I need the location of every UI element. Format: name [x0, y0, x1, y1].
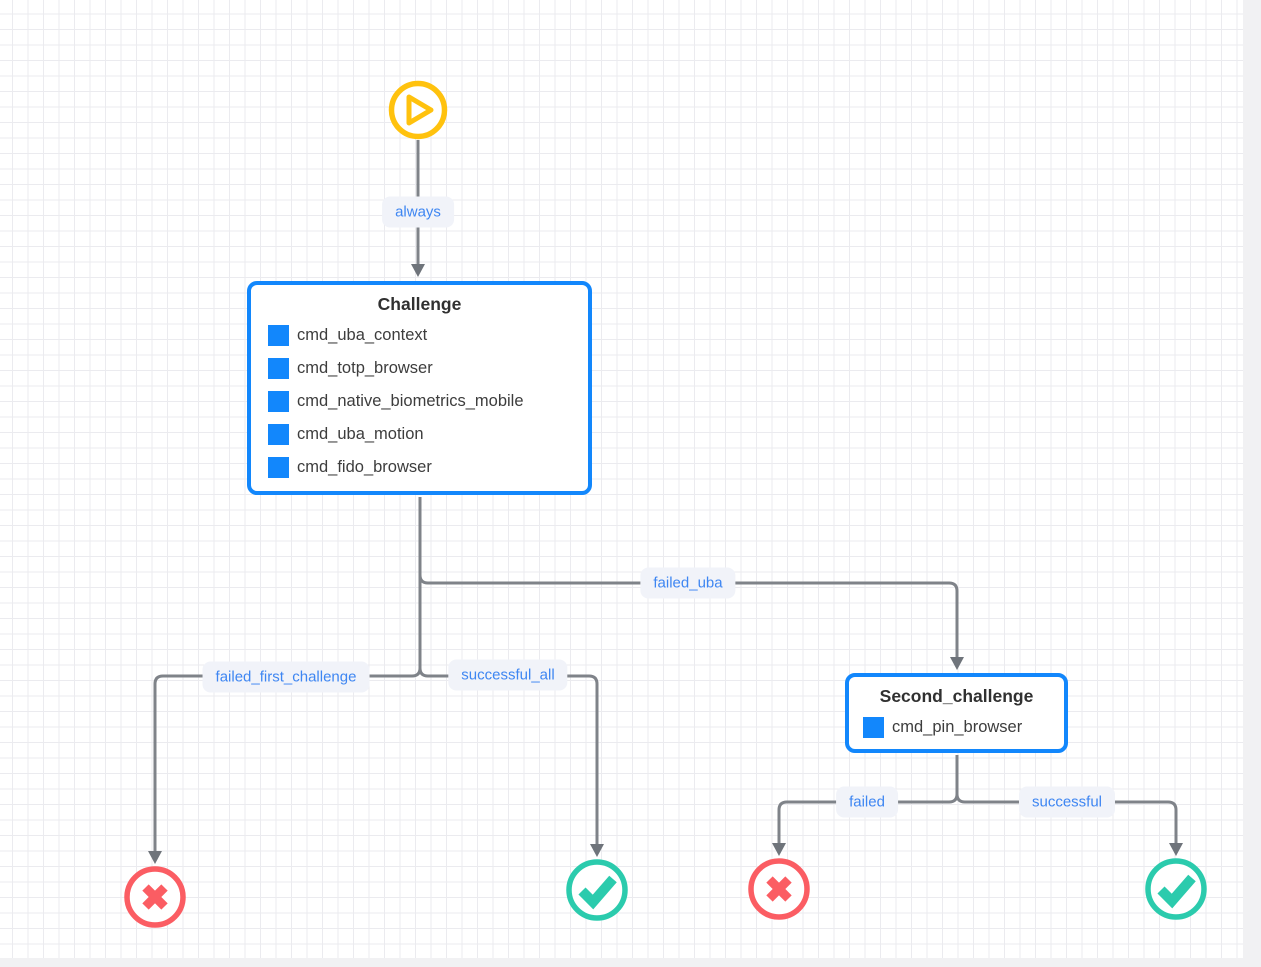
end-node-success-1[interactable]	[566, 859, 628, 921]
fail-x-icon	[748, 858, 810, 920]
edge-label-successful-all[interactable]: successful_all	[448, 659, 568, 691]
command-label: cmd_uba_context	[297, 326, 428, 344]
arrowhead-successful	[1169, 843, 1183, 856]
canvas-right-margin	[1243, 0, 1261, 967]
success-check-icon	[566, 859, 628, 921]
edge-label-failed-uba[interactable]: failed_uba	[640, 567, 736, 599]
command-item[interactable]: cmd_uba_motion	[268, 418, 588, 451]
flow-canvas[interactable]: always failed_uba failed_first_challenge…	[0, 0, 1243, 958]
command-square-icon	[268, 358, 289, 379]
start-node[interactable]	[388, 80, 448, 140]
node-challenge[interactable]: Challenge cmd_uba_context cmd_totp_brows…	[247, 281, 592, 495]
arrowhead-always	[411, 264, 425, 277]
command-label: cmd_totp_browser	[297, 359, 433, 377]
node-second-challenge[interactable]: Second_challenge cmd_pin_browser	[845, 673, 1068, 753]
command-item[interactable]: cmd_uba_context	[268, 319, 588, 352]
edge-label-failed-first-challenge[interactable]: failed_first_challenge	[202, 661, 370, 693]
command-square-icon	[863, 717, 884, 738]
arrowhead-failed-uba	[950, 657, 964, 670]
play-icon	[388, 80, 448, 140]
command-square-icon	[268, 457, 289, 478]
command-label: cmd_pin_browser	[892, 718, 1023, 736]
edge-label-failed[interactable]: failed	[836, 786, 898, 818]
command-item[interactable]: cmd_native_biometrics_mobile	[268, 385, 588, 418]
end-node-fail-1[interactable]	[124, 866, 186, 928]
arrowhead-failed-first-challenge	[148, 851, 162, 864]
command-item[interactable]: cmd_pin_browser	[863, 711, 1064, 744]
node-challenge-title: Challenge	[377, 294, 462, 314]
command-square-icon	[268, 424, 289, 445]
node-second-challenge-commands: cmd_pin_browser	[849, 707, 1064, 744]
edge-label-always[interactable]: always	[382, 196, 454, 228]
fail-x-icon	[124, 866, 186, 928]
arrowhead-successful-all	[590, 844, 604, 857]
command-label: cmd_fido_browser	[297, 458, 432, 476]
edge-label-successful[interactable]: successful	[1018, 786, 1116, 818]
node-second-challenge-title: Second_challenge	[879, 686, 1034, 706]
end-node-fail-2[interactable]	[748, 858, 810, 920]
command-square-icon	[268, 325, 289, 346]
command-item[interactable]: cmd_fido_browser	[268, 451, 588, 484]
success-check-icon	[1145, 858, 1207, 920]
arrowhead-failed	[772, 843, 786, 856]
command-label: cmd_native_biometrics_mobile	[297, 392, 524, 410]
canvas-bottom-margin	[0, 958, 1261, 967]
end-node-success-2[interactable]	[1145, 858, 1207, 920]
node-challenge-commands: cmd_uba_context cmd_totp_browser cmd_nat…	[251, 315, 588, 484]
command-square-icon	[268, 391, 289, 412]
command-label: cmd_uba_motion	[297, 425, 424, 443]
command-item[interactable]: cmd_totp_browser	[268, 352, 588, 385]
